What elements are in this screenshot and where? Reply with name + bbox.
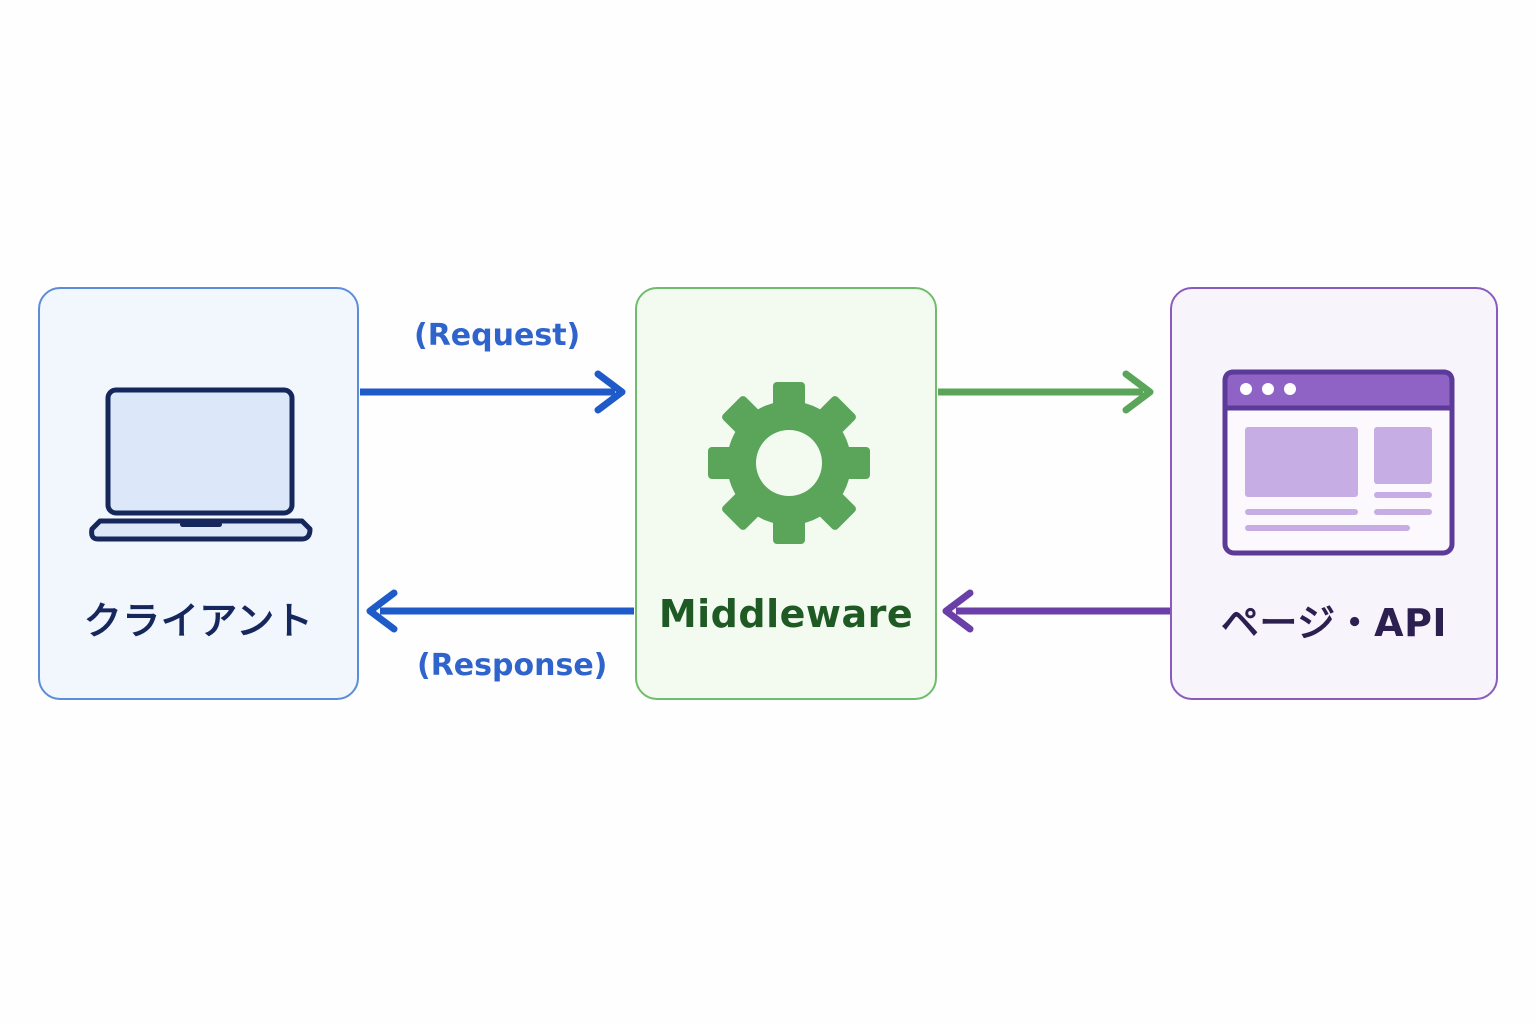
forward-arrow <box>938 370 1154 414</box>
client-label: クライアント <box>83 599 314 643</box>
middleware-node: Middleware <box>635 287 937 700</box>
laptop-icon <box>89 387 313 542</box>
response-label: (Response) <box>417 648 608 683</box>
return-arrow <box>942 589 1170 633</box>
gear-icon <box>708 382 870 544</box>
browser-window-icon <box>1222 369 1455 556</box>
target-label: ページ・API <box>1220 601 1448 645</box>
request-label: (Request) <box>414 318 581 353</box>
client-node: クライアント <box>38 287 359 700</box>
response-arrow <box>366 589 634 633</box>
target-node: ページ・API <box>1170 287 1498 700</box>
middleware-label: Middleware <box>658 592 914 636</box>
request-arrow <box>360 370 626 414</box>
